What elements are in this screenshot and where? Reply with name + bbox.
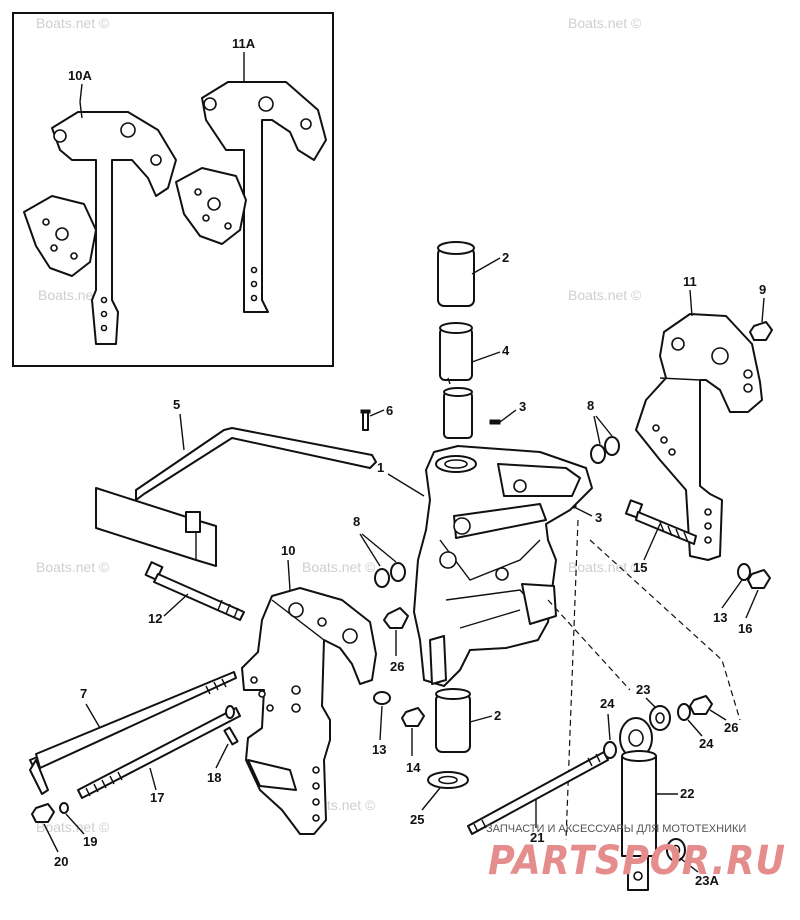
callout-label: 10A <box>68 68 92 83</box>
part-18-spring-pin <box>223 726 239 746</box>
bracket-10a <box>23 101 177 345</box>
part-7-through-bolt <box>29 671 237 795</box>
part-8-washers-left <box>374 562 406 588</box>
callout-label: 24 <box>600 696 615 711</box>
callout-label: 5 <box>173 397 180 412</box>
bracket-11a <box>175 81 327 313</box>
callout-label: 3 <box>519 399 526 414</box>
callout-label: 13 <box>713 610 727 625</box>
callout-label: 2 <box>502 250 509 265</box>
watermark-text: Boats.net © <box>568 559 642 575</box>
callout-label: 18 <box>207 770 221 785</box>
part-8-washers-right <box>590 436 620 464</box>
callout-label: 11A <box>232 36 256 51</box>
callout-label: 8 <box>587 398 594 413</box>
callout-label: 3 <box>595 510 602 525</box>
callout-label: 7 <box>80 686 87 701</box>
callout-label: 13 <box>372 742 386 757</box>
watermark-text: Boats.net © <box>36 819 110 835</box>
part-25-thrust-washer <box>427 771 469 789</box>
part-22-shock-absorber <box>619 717 657 891</box>
callout-label: 11 <box>683 274 697 289</box>
part-24-washer <box>603 741 617 759</box>
callout-label: 2 <box>494 708 501 723</box>
callout-label: 20 <box>54 854 68 869</box>
part-24-washer <box>677 703 691 721</box>
callout-label: 12 <box>148 611 162 626</box>
callout-label: 14 <box>406 760 421 775</box>
callout-label: 19 <box>83 834 97 849</box>
part-1-swivel-bracket <box>413 445 593 687</box>
part-16-nut <box>747 569 771 589</box>
part-4-sleeve <box>439 322 473 385</box>
part-26-nut <box>383 607 409 629</box>
partspor-logo: ЗАПЧАСТИ И АКСЕССУАРЫ ДЛЯ МОТОТЕХНИКИ PA… <box>486 823 786 884</box>
watermark-text: Boats.net © <box>568 15 642 31</box>
callout-label: 21 <box>530 830 544 845</box>
watermark-text: Boats.net © <box>36 559 110 575</box>
part-upper-sleeve-lower <box>443 387 473 439</box>
callout-label: 26 <box>724 720 738 735</box>
part-20-nut <box>31 803 55 823</box>
callout-label: 4 <box>502 343 510 358</box>
callout-label: 26 <box>390 659 404 674</box>
callout-label: 25 <box>410 812 424 827</box>
callout-label: 9 <box>759 282 766 297</box>
part-23-bushing <box>649 705 671 731</box>
part-13-washer-right <box>737 563 751 581</box>
part-23a-bushing <box>666 838 686 862</box>
part-5-tilt-lock-lever <box>95 427 377 567</box>
part-2-lower-bushing <box>435 688 471 753</box>
part-10-left-clamp-bracket <box>241 587 377 835</box>
part-19-washer <box>59 802 69 814</box>
callout-label: 17 <box>150 790 164 805</box>
assembly-dashed-lines <box>547 519 741 841</box>
callout-label: 6 <box>386 403 393 418</box>
watermark-text: Boats.net © <box>568 287 642 303</box>
watermark-text: Boats.net © <box>302 559 376 575</box>
callout-label: 22 <box>680 786 694 801</box>
part-14-nut <box>401 707 425 727</box>
part-17-threaded-rod <box>77 705 241 799</box>
part-26-nut <box>689 695 713 715</box>
callout-label: 15 <box>633 560 647 575</box>
callout-label: 8 <box>353 514 360 529</box>
part-21-tilt-tube <box>467 751 609 835</box>
part-6-pin <box>360 409 371 431</box>
brand-subtitle: ЗАПЧАСТИ И АКСЕССУАРЫ ДЛЯ МОТОТЕХНИКИ <box>486 823 746 835</box>
callout-label: 10 <box>281 543 295 558</box>
part-9-nut <box>749 321 773 341</box>
inset-box: 10A 11A <box>12 12 334 367</box>
callout-label: 23 <box>636 682 650 697</box>
callout-label: 23A <box>695 873 719 888</box>
part-11-right-clamp-bracket <box>635 313 763 561</box>
part-12-bolt <box>144 561 245 621</box>
callout-label: 16 <box>738 621 752 636</box>
callout-label: 1 <box>377 460 384 475</box>
part-2-upper-bushing <box>437 241 475 307</box>
callout-label: 24 <box>699 736 714 751</box>
part-13-washer-left <box>373 691 391 705</box>
brand-logo-text: PARTSPOR.RU <box>488 838 786 884</box>
part-3-grease-fitting <box>489 419 501 425</box>
part-15-bolt <box>624 499 697 545</box>
watermark-text: Boats.net © <box>36 15 110 31</box>
